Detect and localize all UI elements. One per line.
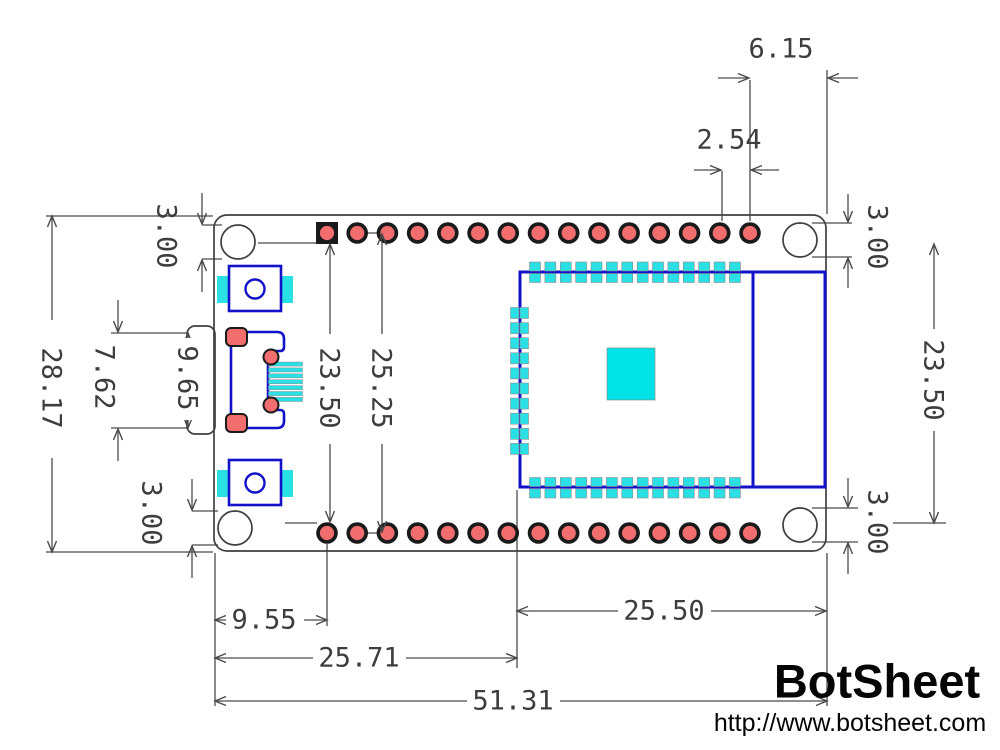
button-pad-left (217, 276, 231, 303)
dim-hole-dia-bl: 3.00 (136, 480, 167, 545)
reset-button (217, 264, 293, 313)
pin-pad (406, 522, 429, 544)
watermark: BotSheet http://www.botsheet.com (714, 655, 986, 738)
pin-pad (708, 222, 731, 244)
mounting-hole-bottom-left (217, 510, 253, 546)
button-plunger (244, 278, 266, 300)
pin-pad (708, 522, 731, 544)
pin-pad (316, 522, 338, 544)
dim-board-width: 51.31 (472, 686, 553, 717)
button-pad-left (217, 470, 231, 497)
pin-pad (648, 222, 671, 244)
mounting-hole-top-left (220, 224, 256, 260)
pin-pad (376, 222, 399, 244)
dim-pin-rows-inner: 23.50 (314, 347, 345, 428)
pin-pad (316, 222, 338, 244)
pin-pad (588, 522, 610, 544)
dim-hole-dia-tr: 3.00 (862, 204, 893, 269)
pin-pad (346, 222, 369, 244)
pin-pad (527, 522, 550, 544)
watermark-brand: BotSheet (774, 655, 981, 708)
pin-pad (678, 222, 701, 244)
usb-anchor-pad-bottom (225, 413, 248, 433)
usb-connector (225, 327, 303, 433)
pin-pad (406, 222, 429, 244)
dim-pin-rows-center: 25.25 (366, 347, 397, 428)
dim-module-width: 25.50 (623, 596, 704, 627)
pin-pad (557, 222, 580, 244)
pin-pad (588, 222, 610, 244)
shield-pad (606, 347, 656, 401)
dim-pin-edge-offset-right: 6.15 (748, 34, 813, 65)
pin-pad (497, 522, 520, 544)
dim-hole-dia-br: 3.00 (862, 489, 893, 554)
dim-hole-dia-tl: 3.00 (151, 203, 182, 268)
dim-first-pin-offset: 9.55 (231, 605, 296, 636)
pin-pad (437, 522, 459, 544)
dimension-labels: 6.15 2.54 3.00 23.50 3.00 28.17 7.62 9.6… (36, 34, 949, 717)
dim-board-height: 28.17 (36, 347, 67, 428)
pin-pad (678, 522, 701, 544)
usb-anchor-hole-bottom (262, 396, 280, 414)
dim-usb-shell-width: 9.65 (172, 345, 203, 410)
boot-button (217, 458, 293, 507)
label-masks (37, 320, 949, 715)
pin-pad (497, 222, 520, 244)
button-plunger (244, 472, 266, 494)
mounting-hole-top-right (782, 222, 818, 258)
pin-pad (648, 522, 671, 544)
pin-row-top (316, 222, 761, 244)
module-castellated-pads (510, 261, 741, 499)
pin-pad (618, 522, 640, 544)
usb-anchor-pad-top (225, 327, 248, 347)
pin-pad (437, 222, 459, 244)
dim-pin-pitch: 2.54 (696, 125, 761, 156)
watermark-url: http://www.botsheet.com (714, 709, 986, 737)
pin-pad (376, 522, 399, 544)
pin-pad (346, 522, 369, 544)
usb-pin-stripes (268, 361, 303, 402)
usb-anchor-hole-top (262, 348, 280, 366)
dim-usb-opening-width: 7.62 (89, 344, 120, 409)
pin-pad (467, 222, 489, 244)
button-pad-right (279, 470, 293, 497)
pin-pad (739, 222, 761, 244)
dim-pin-rows-inner-right: 23.50 (918, 339, 949, 420)
pin-row-bottom (316, 522, 761, 544)
mounting-hole-bottom-right (782, 507, 818, 543)
dim-module-offset: 25.71 (318, 643, 399, 674)
button-pad-right (279, 276, 293, 303)
esp-module (510, 261, 827, 499)
pin-pad (618, 222, 640, 244)
pin-pad (527, 222, 550, 244)
pin-pad (739, 522, 761, 544)
pin-pad (557, 522, 580, 544)
pin-pad (467, 522, 489, 544)
module-outline (518, 270, 827, 489)
